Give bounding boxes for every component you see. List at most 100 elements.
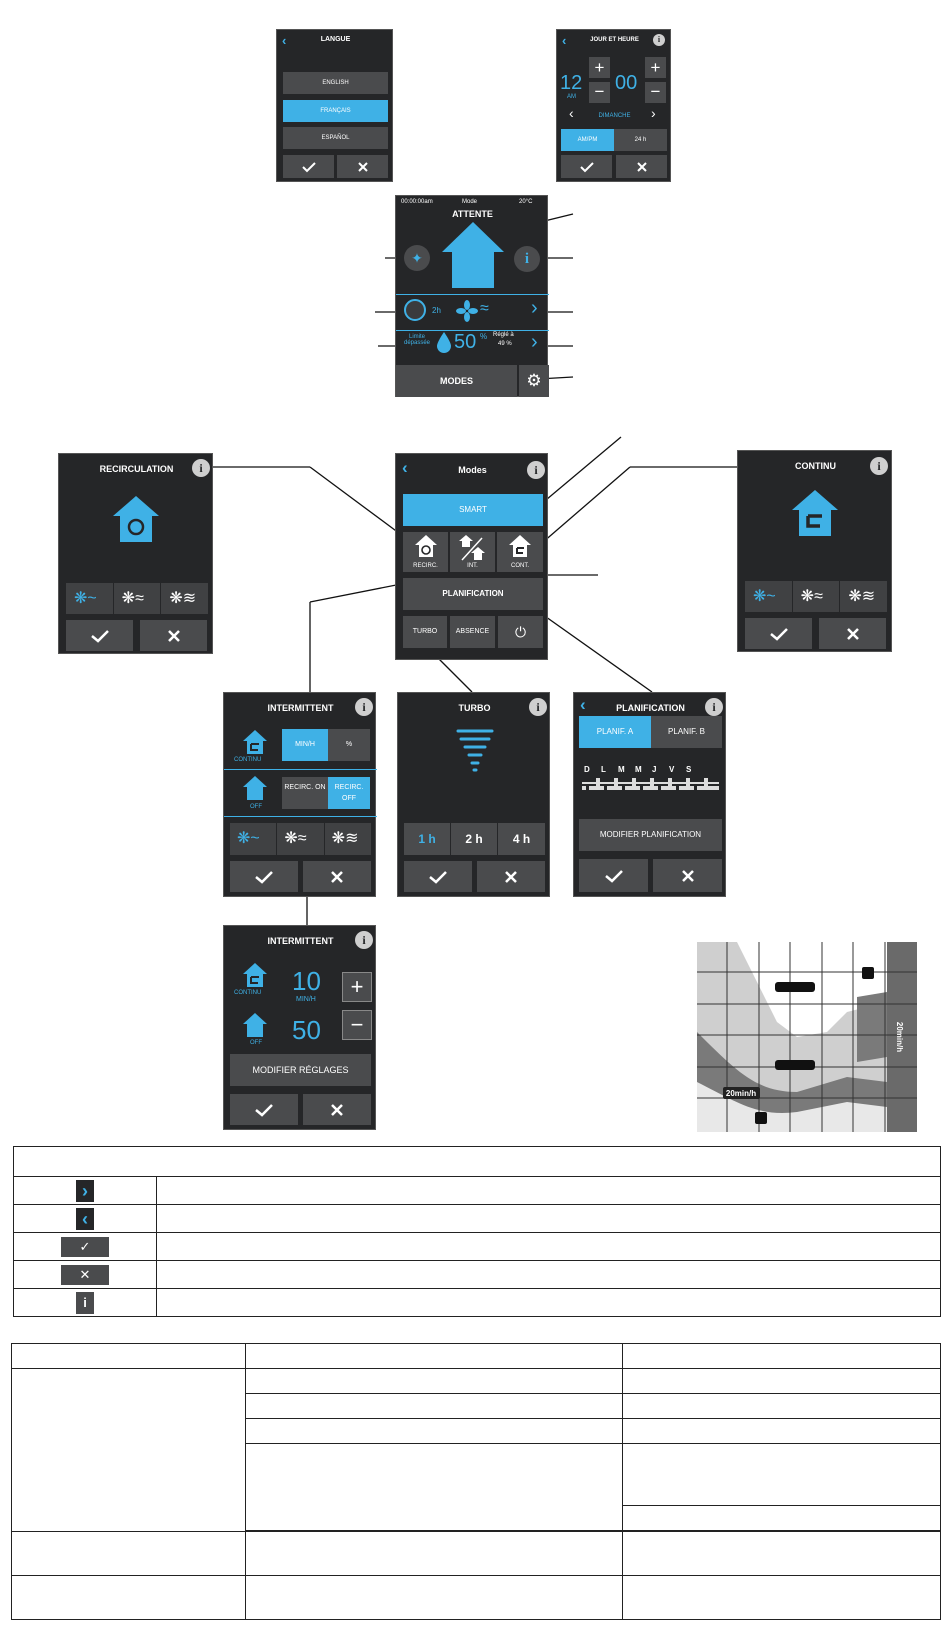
cancel-button[interactable] (140, 620, 207, 651)
min-h-button[interactable]: MIN/H (282, 729, 328, 761)
confirm-button[interactable] (66, 620, 133, 651)
min-h-value: 10 (292, 966, 321, 996)
fan-speed-high[interactable]: ❋≋ (161, 583, 208, 614)
fan-speed-mid[interactable]: ❋≈ (114, 583, 162, 614)
day-label: M (618, 765, 625, 774)
fan-speed-low[interactable]: ❋~ (745, 581, 793, 612)
fan-speed-high[interactable]: ❋≋ (325, 823, 371, 855)
check-icon (301, 161, 316, 172)
droplet-icon (437, 332, 451, 353)
minus-button[interactable]: − (342, 1010, 372, 1040)
cancel-button[interactable] (337, 155, 388, 178)
cancel-button[interactable] (477, 861, 545, 892)
confirm-button[interactable] (230, 1094, 298, 1125)
info-icon[interactable]: i (705, 698, 723, 716)
planif-b-button[interactable]: PLANIF. B (651, 716, 722, 748)
recirc-off-button[interactable]: RECIRC. OFF (328, 777, 370, 809)
recirc-label: RECIRC. (413, 563, 438, 569)
cancel-button[interactable] (819, 618, 886, 649)
clock-text: 00:00:00am (401, 199, 433, 205)
confirm-button[interactable] (561, 155, 612, 178)
cancel-button[interactable] (303, 861, 371, 892)
info-icon[interactable]: i (529, 698, 547, 716)
fan-speed-mid[interactable]: ❋≈ (277, 823, 325, 855)
confirm-button[interactable] (745, 618, 812, 649)
close-icon (681, 869, 694, 882)
info-icon[interactable]: i (653, 34, 665, 46)
info-icon[interactable]: i (192, 459, 210, 477)
mode-label: Mode (462, 199, 478, 205)
fan-speed-low[interactable]: ❋~ (230, 823, 278, 855)
hour-minus-button[interactable]: − (589, 82, 610, 103)
modes-button[interactable]: MODES (396, 365, 517, 397)
format-ampm-button[interactable]: AM/PM (561, 129, 614, 151)
main-screen: 00:00:00am Mode 20°C ATTENTE ✦ i 2h ≈ › … (395, 195, 549, 397)
info-icon[interactable]: i (527, 461, 545, 479)
day-next-icon[interactable]: › (651, 105, 656, 121)
cancel-button[interactable] (616, 155, 667, 178)
continu-label: CONTINU (234, 757, 262, 763)
info-icon[interactable]: i (870, 457, 888, 475)
legend-description (156, 1232, 941, 1261)
day-prev-icon[interactable]: ‹ (569, 105, 574, 121)
confirm-button[interactable] (579, 859, 648, 892)
planif-a-button[interactable]: PLANIF. A (579, 716, 651, 748)
fan-speed-mid[interactable]: ❋≈ (793, 581, 841, 612)
recirc-on-button[interactable]: RECIRC. ON (282, 777, 328, 809)
turbo-1h-button[interactable]: 1 h (404, 823, 450, 855)
day-label: D (584, 765, 590, 774)
fan-high-icon: ❋≋ (169, 590, 197, 607)
info-icon[interactable]: i (355, 931, 373, 949)
language-option-english[interactable]: ENGLISH (283, 72, 388, 94)
check-icon (429, 870, 447, 884)
fan-low-icon: ❋~ (753, 588, 776, 605)
close-icon (636, 161, 647, 172)
settings-gear-button[interactable]: ⚙ (519, 365, 549, 397)
language-option-espanol[interactable]: ESPAÑOL (283, 127, 388, 149)
hour-plus-button[interactable]: + (589, 57, 610, 78)
turbo-4h-button[interactable]: 4 h (498, 823, 545, 855)
chevron-right-icon[interactable]: › (531, 297, 538, 319)
chevron-right-icon[interactable]: › (531, 331, 538, 353)
back-arrow-icon[interactable]: ‹ (282, 33, 287, 48)
info-icon[interactable]: i (355, 698, 373, 716)
confirm-button[interactable] (230, 861, 298, 892)
back-arrow-icon[interactable]: ‹ (580, 695, 586, 714)
map-label-bottom: 20min/h (726, 1089, 756, 1098)
modify-planification-button[interactable]: MODIFIER PLANIFICATION (579, 819, 722, 851)
fan-speed-high[interactable]: ❋≋ (840, 581, 887, 612)
absence-button[interactable]: ABSENCE (450, 616, 495, 648)
close-icon (167, 629, 180, 642)
timer-icon[interactable] (404, 299, 426, 321)
back-arrow-icon[interactable]: ‹ (402, 458, 408, 477)
confirm-button[interactable] (404, 861, 472, 892)
minute-minus-button[interactable]: − (645, 82, 666, 103)
plus-button[interactable]: + (342, 972, 372, 1002)
wrench-icon[interactable]: ✦ (404, 245, 430, 271)
wave-icon: ≈ (480, 300, 489, 317)
smart-mode-button[interactable]: SMART (403, 494, 543, 526)
fan-speed-low[interactable]: ❋~ (66, 583, 114, 614)
tornado-icon (456, 729, 494, 772)
language-option-francais[interactable]: FRANÇAIS (283, 100, 388, 122)
confirm-button[interactable] (283, 155, 334, 178)
power-button[interactable]: ⏻ (498, 616, 543, 648)
jour-title: JOUR ET HEURE (590, 37, 639, 43)
planification-button[interactable]: PLANIFICATION (403, 578, 543, 610)
modify-settings-button[interactable]: MODIFIER RÉGLAGES (230, 1054, 371, 1086)
turbo-button[interactable]: TURBO (403, 616, 447, 648)
back-arrow-icon[interactable]: ‹ (562, 33, 567, 48)
check-icon (604, 869, 623, 883)
close-icon (331, 870, 343, 883)
cancel-button[interactable] (653, 859, 722, 892)
fan-high-icon: ❋≋ (331, 830, 359, 847)
fan-low-icon: ❋~ (237, 830, 260, 847)
percent-button[interactable]: % (328, 729, 370, 761)
minute-plus-button[interactable]: + (645, 57, 666, 78)
info-icon[interactable]: i (514, 246, 540, 272)
house-off-icon (243, 1013, 267, 1037)
langue-screen: ‹ LANGUE ENGLISH FRANÇAIS ESPAÑOL (276, 29, 393, 182)
format-24h-button[interactable]: 24 h (614, 129, 667, 151)
turbo-2h-button[interactable]: 2 h (451, 823, 497, 855)
cancel-button[interactable] (303, 1094, 371, 1125)
